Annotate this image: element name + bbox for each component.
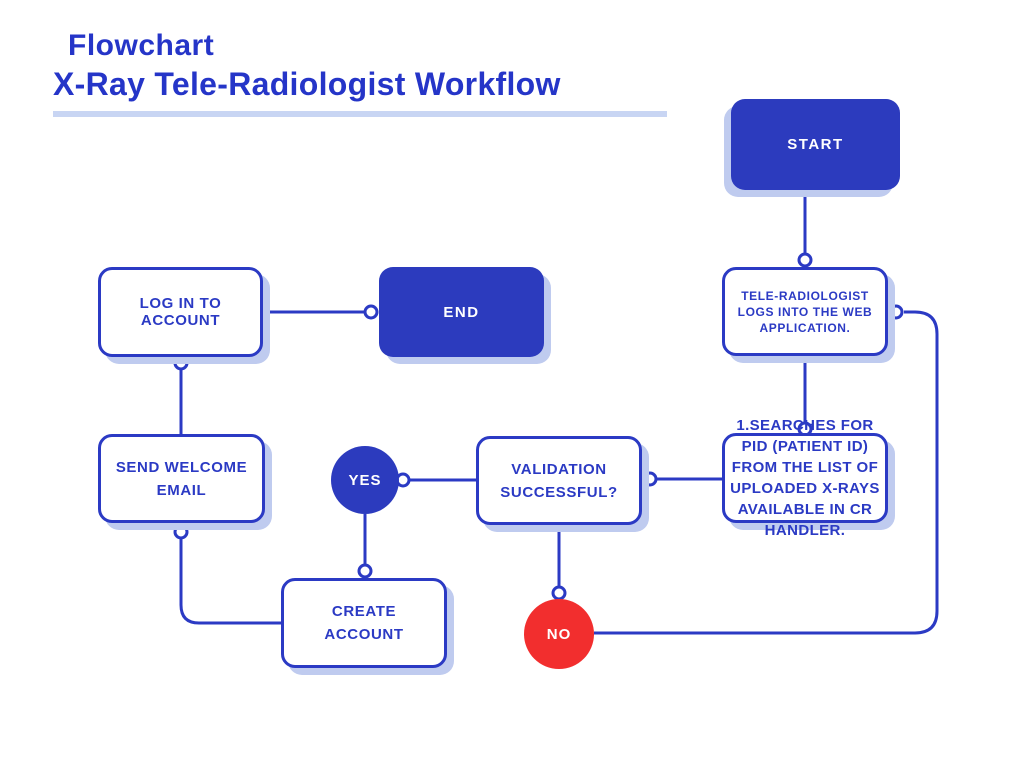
connection-dot-no-top bbox=[551, 585, 567, 601]
node-label-create-account: CREATE ACCOUNT bbox=[324, 603, 404, 643]
flow-node-yes[interactable]: YES bbox=[331, 446, 399, 514]
flow-node-end[interactable]: END bbox=[379, 267, 544, 357]
flow-node-login-account[interactable]: LOG IN TO ACCOUNT bbox=[98, 267, 263, 357]
flow-node-tele-radiologist-login[interactable]: TELE-RADIOLOGIST LOGS INTO THE WEB APPLI… bbox=[722, 267, 888, 356]
node-label-send-welcome: SEND WELCOME EMAIL bbox=[115, 458, 248, 499]
flow-node-start[interactable]: START bbox=[731, 99, 900, 190]
node-label-end: END bbox=[443, 303, 480, 321]
node-label-validation: VALIDATION SUCCESSFUL? bbox=[500, 460, 618, 501]
connection-dot-send-bottom bbox=[173, 524, 189, 540]
connector-no-tele-loop bbox=[594, 310, 939, 635]
node-label-yes: YES bbox=[348, 471, 382, 489]
flow-node-create-account[interactable]: CREATE ACCOUNT bbox=[281, 578, 447, 668]
node-label-start: START bbox=[787, 136, 844, 153]
flow-node-no[interactable]: NO bbox=[524, 599, 594, 669]
connection-dot-create-top bbox=[357, 563, 373, 579]
page-subtitle: X-Ray Tele-Radiologist Workflow bbox=[53, 66, 561, 102]
node-label-tele-login: TELE-RADIOLOGIST LOGS INTO THE WEB APPLI… bbox=[737, 288, 873, 335]
title-block: Flowchart X-Ray Tele-Radiologist Workflo… bbox=[53, 28, 673, 117]
connection-dot-end-left bbox=[363, 304, 379, 320]
node-label-search-pid: 1.SEARCHES FOR PID (PATIENT ID) FROM THE… bbox=[730, 417, 880, 539]
node-label-login-account: LOG IN TO ACCOUNT bbox=[139, 295, 222, 329]
connector-create-send bbox=[179, 539, 281, 625]
connection-dot-login-bottom bbox=[173, 355, 189, 371]
connection-dot-tele-top bbox=[797, 252, 813, 268]
page-title: Flowchart bbox=[68, 29, 215, 62]
title-underline bbox=[53, 111, 667, 117]
flow-node-send-welcome-email[interactable]: SEND WELCOME EMAIL bbox=[98, 434, 265, 523]
flow-node-validation[interactable]: VALIDATION SUCCESSFUL? bbox=[476, 436, 642, 525]
flow-node-search-pid[interactable]: 1.SEARCHES FOR PID (PATIENT ID) FROM THE… bbox=[722, 417, 888, 539]
node-label-no: NO bbox=[546, 625, 572, 643]
connection-dot-tele-right bbox=[888, 304, 904, 320]
connection-dot-validation-right bbox=[642, 471, 658, 487]
